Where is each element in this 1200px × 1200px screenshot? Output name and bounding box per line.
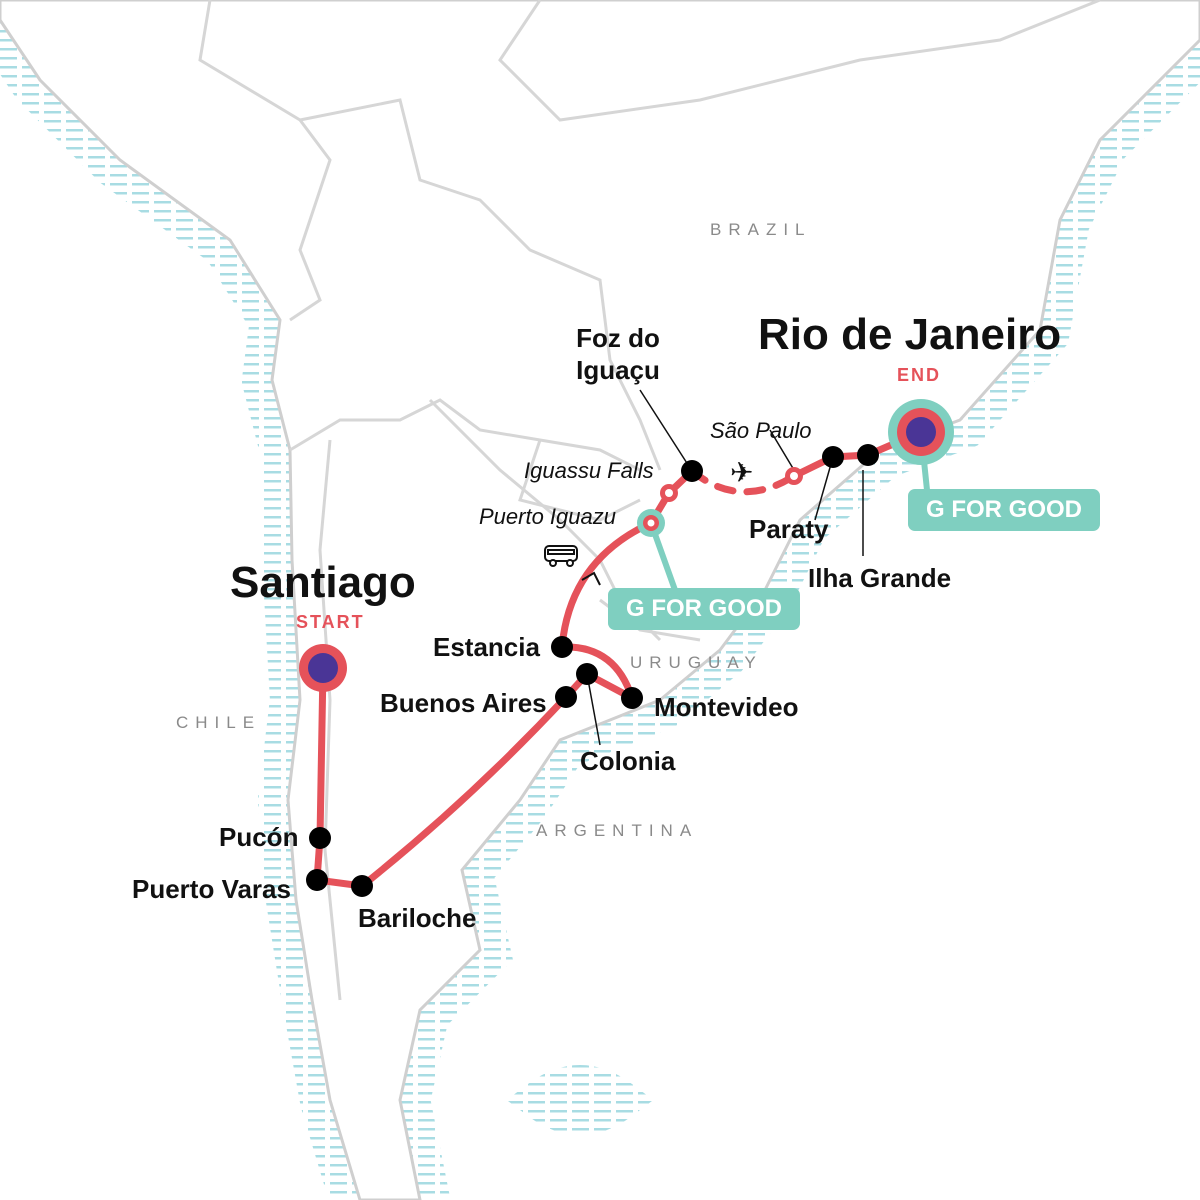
label-pucon: Pucón — [219, 822, 299, 852]
label-paraty: Paraty — [749, 514, 829, 544]
direction-arrow-icon — [581, 571, 601, 586]
plane-icon: ✈ — [730, 457, 753, 488]
label-foz-do-iguacu: Foz do Iguaçu — [576, 323, 660, 385]
santiago-marker — [299, 644, 347, 692]
label-ilha-grande: Ilha Grande — [808, 563, 952, 593]
label-montevideo: Montevideo — [654, 692, 799, 722]
bus-icon — [544, 545, 578, 567]
label-bariloche: Bariloche — [358, 903, 477, 933]
country-label-brazil: BRAZIL — [710, 220, 812, 239]
country-label-argentina: ARGENTINA — [536, 821, 699, 840]
country-label-uruguay: URUGUAY — [630, 653, 763, 672]
label-puerto-varas: Puerto Varas — [132, 874, 291, 904]
start-city-label: Santiago — [230, 558, 416, 607]
country-label-chile: CHILE — [176, 713, 262, 732]
end-city-label: Rio de Janeiro — [758, 310, 1062, 359]
label-estancia: Estancia — [433, 632, 540, 662]
label-iguassu-falls: Iguassu Falls — [524, 458, 654, 483]
label-puerto-iguazu: Puerto Iguazu — [479, 504, 616, 529]
label-buenos-aires: Buenos Aires — [380, 688, 547, 718]
leader-lines — [586, 389, 864, 746]
stop-markers — [306, 444, 879, 897]
g-for-good-badge-rio: G FOR GOOD — [908, 489, 1100, 531]
end-tag: END — [897, 365, 942, 385]
start-tag: START — [296, 612, 365, 632]
label-sao-paulo: São Paulo — [710, 418, 812, 443]
label-colonia: Colonia — [580, 746, 676, 776]
rio-marker — [888, 399, 954, 465]
g-for-good-badge-iguazu: G FOR GOOD — [608, 588, 800, 630]
country-borders — [198, 0, 1101, 1001]
